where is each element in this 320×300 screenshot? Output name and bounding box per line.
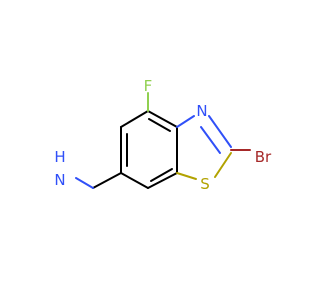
atom-fluorine: F: [144, 77, 153, 95]
bond-c4-c5: [120, 110, 149, 128]
aromatic-inner-3: [148, 118, 171, 132]
bond-s-c7a: [176, 172, 197, 180]
atom-bromine: Br: [255, 148, 272, 166]
molecule-structure: F N S Br H N: [54, 77, 272, 193]
atom-amine-hydrogen: H: [54, 148, 65, 166]
bond-c7-c7a: [147, 172, 178, 189]
bond-c6-ch2: [92, 172, 122, 189]
bond-n-c2-double: [200, 126, 221, 154]
atom-nitrogen-ring: N: [196, 102, 207, 120]
molecule-canvas: F N S Br H N: [54, 77, 273, 193]
bond-c3a-c4: [147, 110, 178, 128]
bond-c2-s: [214, 152, 232, 178]
bond-n-c2: [208, 115, 232, 148]
bond-c3a-n: [176, 115, 195, 128]
aromatic-inner-2: [150, 168, 173, 182]
bond-ch2-nh2: [75, 177, 94, 189]
atom-sulfur: S: [200, 175, 210, 193]
atom-amine-nitrogen: N: [54, 171, 65, 189]
bond-c6-c7: [120, 172, 149, 189]
